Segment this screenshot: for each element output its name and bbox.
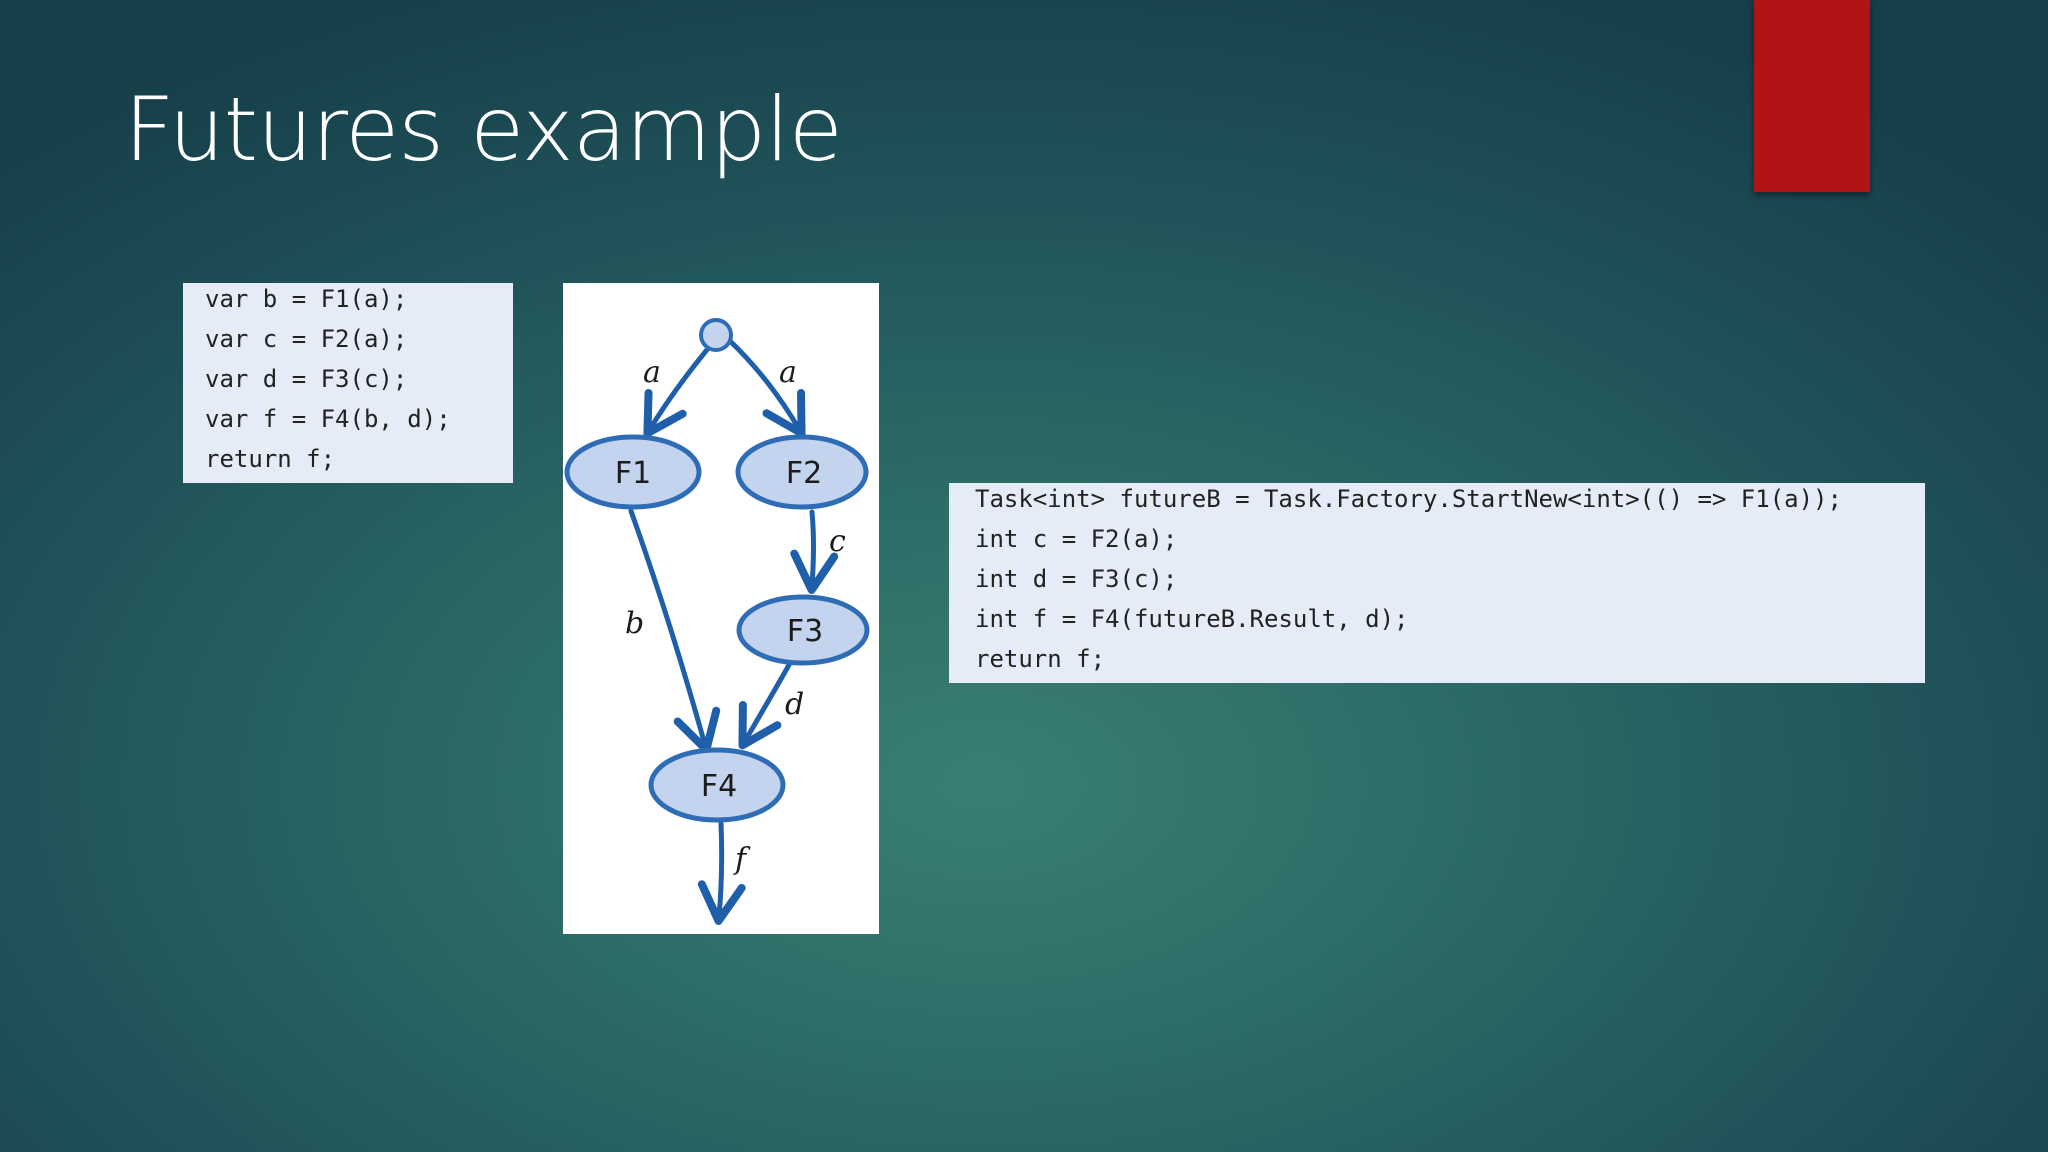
- code-line: Task<int> futureB = Task.Factory.StartNe…: [975, 485, 1842, 513]
- edge-label-d: d: [785, 687, 804, 722]
- edge-label-a-right: a: [779, 355, 797, 390]
- node-f3-label: F3: [787, 614, 823, 649]
- dataflow-diagram: F1 F2 F3 F4 a a b c d f: [563, 283, 879, 934]
- edge-c: [790, 509, 839, 594]
- edge-label-b: b: [625, 606, 644, 641]
- node-f3: F3: [736, 594, 870, 666]
- edge-b: [628, 508, 721, 754]
- code-line: int c = F2(a);: [975, 525, 1178, 553]
- code-line: var f = F4(b, d);: [205, 405, 451, 433]
- code-line: int f = F4(futureB.Result, d);: [975, 605, 1409, 633]
- node-f2: F2: [735, 434, 869, 510]
- sequential-code-block: var b = F1(a); var c = F2(a); var d = F3…: [183, 283, 513, 483]
- node-f1-label: F1: [615, 456, 651, 491]
- edge-f: [697, 820, 746, 925]
- slide-title: Futures example: [124, 78, 843, 181]
- edge-a-right: [726, 337, 806, 438]
- node-f2-label: F2: [786, 456, 822, 491]
- edge-label-f: f: [733, 842, 751, 877]
- node-f1: F1: [564, 434, 702, 510]
- node-f4-label: F4: [701, 769, 737, 804]
- code-line: return f;: [205, 445, 336, 473]
- edge-label-c: c: [829, 524, 846, 559]
- futures-code-block: Task<int> futureB = Task.Factory.StartNe…: [949, 483, 1925, 683]
- edge-label-a-left: a: [643, 355, 661, 390]
- code-line: return f;: [975, 645, 1106, 673]
- code-line: var c = F2(a);: [205, 325, 408, 353]
- code-line: int d = F3(c);: [975, 565, 1178, 593]
- accent-bar: [1754, 0, 1870, 192]
- dataflow-diagram-svg: F1 F2 F3 F4 a a b c d f: [564, 318, 870, 925]
- edge-a-left: [643, 337, 718, 438]
- node-f4: F4: [648, 747, 786, 823]
- edge-d: [738, 662, 792, 750]
- code-line: var d = F3(c);: [205, 365, 408, 393]
- source-node: [699, 318, 733, 352]
- code-line: var b = F1(a);: [205, 285, 408, 313]
